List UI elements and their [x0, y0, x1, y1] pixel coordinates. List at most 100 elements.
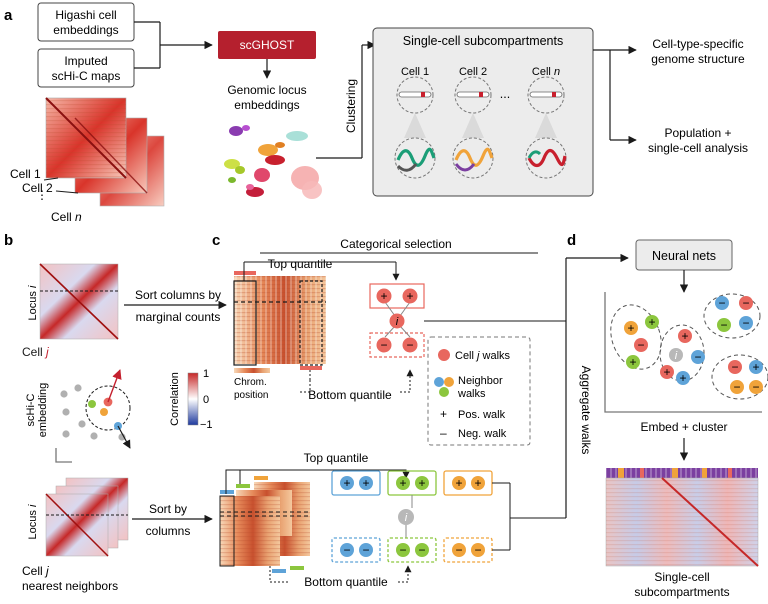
schic-embedding-plot [55, 369, 131, 463]
colorbar-tick-mid: 0 [203, 394, 209, 406]
pos-sign: + [362, 476, 369, 490]
node-i-label-3: i [675, 350, 678, 362]
neg-sign: − [380, 338, 387, 352]
neighbor-sorted-heatmaps [219, 476, 310, 573]
top-quantile-label: Top quantile [268, 257, 333, 271]
panel-b-letter: b [4, 232, 13, 249]
neg-sign: − [733, 380, 740, 394]
pos-sign: + [752, 360, 759, 374]
bottom-quantile-label-2: Bottom quantile [304, 575, 388, 589]
panel-d-letter: d [567, 232, 576, 249]
sort-by-label-1: Sort by [149, 502, 187, 516]
neg-sign: − [694, 350, 701, 364]
neg-sign: − [742, 296, 749, 310]
neg-sign: − [474, 543, 481, 557]
neg-sign: − [752, 380, 759, 394]
cell-j-walk-graph [369, 283, 425, 358]
single-cell-subcompartment-map [605, 468, 759, 567]
output-label-1: Single-cell [654, 570, 709, 584]
locus-i-label-2: Locus i [27, 504, 39, 539]
subcomp-ellipsis: ... [500, 87, 510, 101]
pos-sign: + [648, 315, 655, 329]
neighbor-node-i [398, 509, 414, 525]
top-quantile-marker [234, 271, 256, 275]
legend-neighbor-1: Neighbor [458, 375, 503, 387]
pos-sign: + [681, 329, 688, 343]
categorical-selection-label: Categorical selection [340, 237, 451, 251]
bottom-quantile-frame [299, 280, 323, 366]
pos-sign: + [399, 476, 406, 490]
cell-n-label: Cell n [51, 210, 82, 224]
neighbor-positive-walks [331, 470, 493, 496]
pos-sign: + [627, 321, 634, 335]
panel-c-letter: c [212, 232, 220, 249]
neighbors-label-2: nearest neighbors [22, 579, 118, 593]
neg-sign: − [742, 316, 749, 330]
stack-ellipsis: ⋮ [36, 188, 48, 202]
subcomp-cell-1: Cell 1 [401, 66, 429, 78]
legend-pos-label: Pos. walk [458, 409, 506, 421]
neg-sign: − [362, 543, 369, 557]
pos-sign: + [679, 371, 686, 385]
cell-j-label: Cell j [22, 345, 49, 359]
aggregate-walks-label: Aggregate walks [579, 366, 593, 455]
sort-columns-label-2: marginal counts [136, 310, 221, 324]
output-1-line-1: Cell-type-specific [652, 37, 743, 51]
neg-sign: − [455, 543, 462, 557]
schic-map-stack [45, 97, 165, 207]
neighbor-negative-walks [331, 537, 493, 563]
output-2-line-1: Population + [664, 126, 731, 140]
correlation-colorbar [187, 372, 199, 426]
pos-sign: + [455, 476, 462, 490]
locus-embeddings-label-2: embeddings [234, 98, 299, 112]
pos-sign: + [629, 355, 636, 369]
neural-nets-label: Neural nets [652, 249, 716, 263]
pos-sign: + [418, 476, 425, 490]
neg-sign: − [720, 318, 727, 332]
locus-embeddings-label-1: Genomic locus [227, 83, 306, 97]
neg-sign: − [343, 543, 350, 557]
embed-cluster-label: Embed + cluster [640, 420, 727, 434]
locus-i-label: Locus i [27, 285, 39, 320]
subcomp-cell-2: Cell 2 [459, 66, 487, 78]
clustering-label: Clustering [344, 79, 358, 133]
node-i-label-2: i [405, 512, 408, 524]
sort-by-label-2: columns [146, 524, 191, 538]
output-2-line-2: single-cell analysis [648, 141, 748, 155]
imputed-label-1: Imputed [64, 54, 107, 68]
neg-sign: − [637, 338, 644, 352]
top-quantile-label-2: Top quantile [304, 451, 369, 465]
legend-pos-symbol: + [440, 407, 447, 421]
cell-j-walk-swatch [438, 349, 450, 361]
neg-sign: − [418, 543, 425, 557]
scghost-box [218, 31, 316, 59]
neg-sign: − [406, 338, 413, 352]
embedding-cluster-plot [604, 292, 768, 413]
colorbar-title: Correlation [169, 372, 181, 426]
chrom-position-label-1: Chrom. [234, 377, 267, 388]
bottom-quantile-label: Bottom quantile [308, 388, 392, 402]
output-1-line-2: genome structure [651, 52, 745, 66]
panel-a-letter: a [4, 7, 13, 24]
top-quantile-frame [233, 280, 257, 366]
scghost-label: scGHOST [240, 38, 295, 52]
output-label-2: subcompartments [634, 585, 729, 599]
bottom-quantile-marker [300, 366, 322, 370]
umap-embedding-plot [224, 125, 322, 199]
pos-sign: + [343, 476, 350, 490]
legend-neighbor-2: walks [457, 388, 486, 400]
embedding-label-1: scHi-C [25, 393, 37, 426]
cell-1-label: Cell 1 [10, 167, 41, 181]
pos-sign: + [663, 365, 670, 379]
legend-neg-label: Neg. walk [458, 428, 507, 440]
sort-columns-label-1: Sort columns by [135, 288, 221, 302]
neighbors-label-1: Cell j [22, 564, 49, 578]
cell-2-label: Cell 2 [22, 181, 53, 195]
neighbor-correlation-stack [45, 477, 129, 557]
neg-sign: − [718, 296, 725, 310]
legend-cell-j-walks: Cell j walks [455, 350, 511, 362]
legend-neg-symbol: – [440, 426, 447, 440]
node-i-label: i [396, 316, 399, 328]
colorbar-tick-max: 1 [203, 368, 209, 380]
